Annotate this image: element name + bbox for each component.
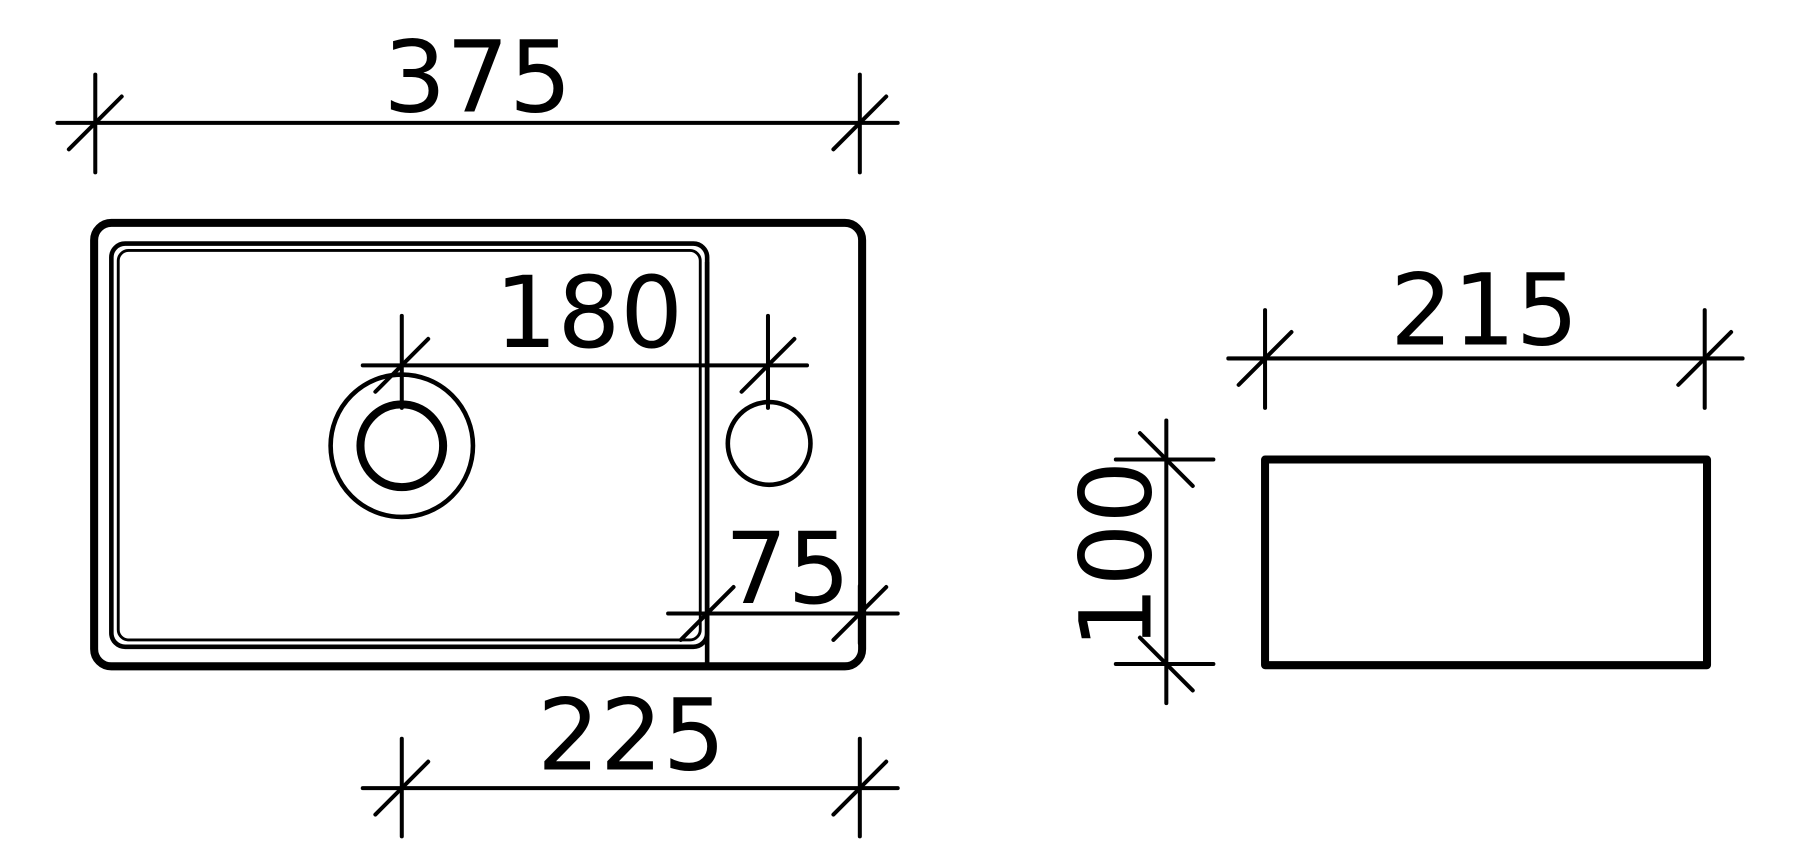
dimension-label-215: 215 (1390, 254, 1578, 369)
drain-hole (356, 400, 448, 492)
dimension-label-100: 100 (1059, 461, 1174, 650)
dimension-label-375: 375 (383, 20, 571, 135)
dimension-375: 375 (55, 20, 900, 175)
dimension-180: 180 (360, 256, 810, 410)
dimension-label-225: 225 (537, 679, 725, 794)
sink-side-view (1261, 455, 1712, 670)
dimension-label-75: 75 (725, 512, 851, 627)
dimension-75: 75 (666, 512, 900, 646)
dimension-215: 215 (1226, 254, 1745, 410)
dimension-label-180: 180 (495, 256, 683, 371)
dimension-225: 225 (360, 679, 900, 839)
dimension-100: 100 (1059, 418, 1216, 706)
tap-hole (725, 399, 813, 488)
